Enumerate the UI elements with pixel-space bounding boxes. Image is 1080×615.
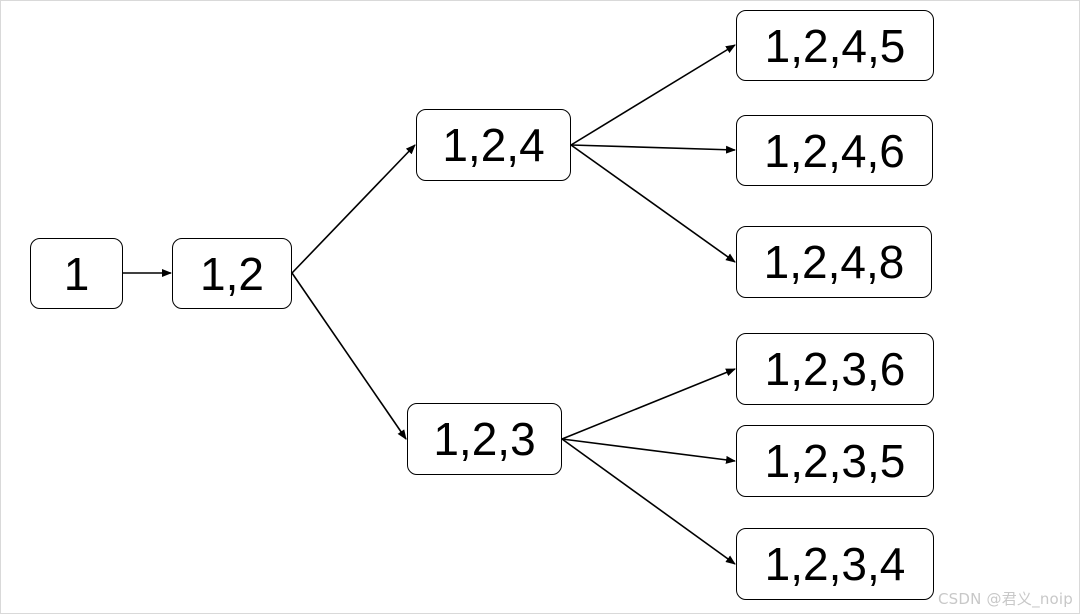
- node-label: 1,2,4: [442, 119, 545, 171]
- node-label: 1,2,3: [433, 413, 536, 465]
- node-label: 1,2: [200, 247, 264, 300]
- node-label: 1,2,3,5: [764, 435, 906, 487]
- node-label: 1,2,3,6: [764, 343, 906, 395]
- node-label: 1,2,3,4: [764, 538, 906, 590]
- watermark-text: CSDN @君义_noip: [937, 590, 1073, 608]
- edge-123-to-1235: [561, 438, 736, 464]
- edge-12-to-123: [291, 272, 407, 440]
- edge-124-to-1246: [570, 144, 736, 154]
- edge-123-to-1236: [561, 368, 736, 440]
- node-label: 1,2,4,8: [763, 236, 905, 288]
- node-1-2-3-6: 1,2,3,6: [736, 333, 934, 405]
- node-1-2-3-4: 1,2,3,4: [736, 528, 934, 600]
- edge-124-to-1248: [570, 144, 736, 263]
- node-1-2-4: 1,2,4: [416, 109, 571, 181]
- node-1-2: 1,2: [172, 238, 292, 309]
- node-1-2-4-8: 1,2,4,8: [736, 226, 932, 298]
- node-label: 1,2,4,6: [764, 124, 905, 177]
- edge-123-to-1234: [561, 438, 736, 565]
- node-label: 1,2,4,5: [764, 19, 906, 72]
- node-label: 1: [63, 247, 90, 300]
- edge-12-to-124: [291, 144, 416, 274]
- node-1-2-4-6: 1,2,4,6: [736, 115, 933, 186]
- node-1-2-3: 1,2,3: [407, 403, 562, 475]
- edge-124-to-1245: [570, 44, 736, 146]
- node-1-2-4-5: 1,2,4,5: [736, 10, 934, 81]
- node-1: 1: [30, 238, 123, 309]
- node-1-2-3-5: 1,2,3,5: [736, 425, 934, 497]
